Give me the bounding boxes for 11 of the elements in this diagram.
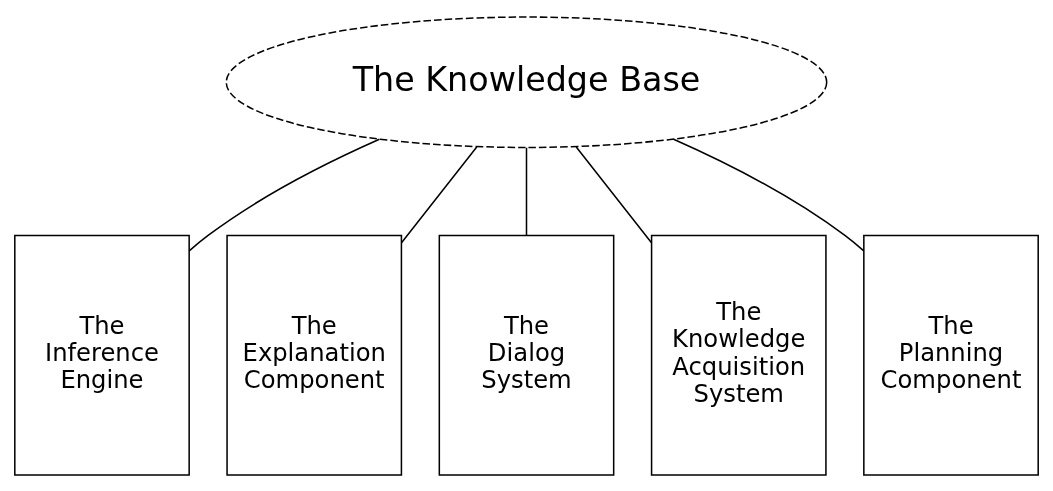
node-box: The Inference Engine — [14, 234, 190, 476]
connector — [525, 146, 528, 236]
node-box: The Explanation Component — [226, 234, 403, 476]
connector — [400, 145, 478, 243]
node-ellipse: The Knowledge Base — [225, 15, 828, 148]
node-box: The Dialog System — [438, 234, 615, 476]
connector — [672, 138, 865, 252]
connector — [188, 138, 381, 252]
connector — [575, 145, 653, 243]
node-box: The Knowledge Acquisition System — [650, 234, 827, 476]
node-box: The Planning Component — [863, 234, 1039, 476]
